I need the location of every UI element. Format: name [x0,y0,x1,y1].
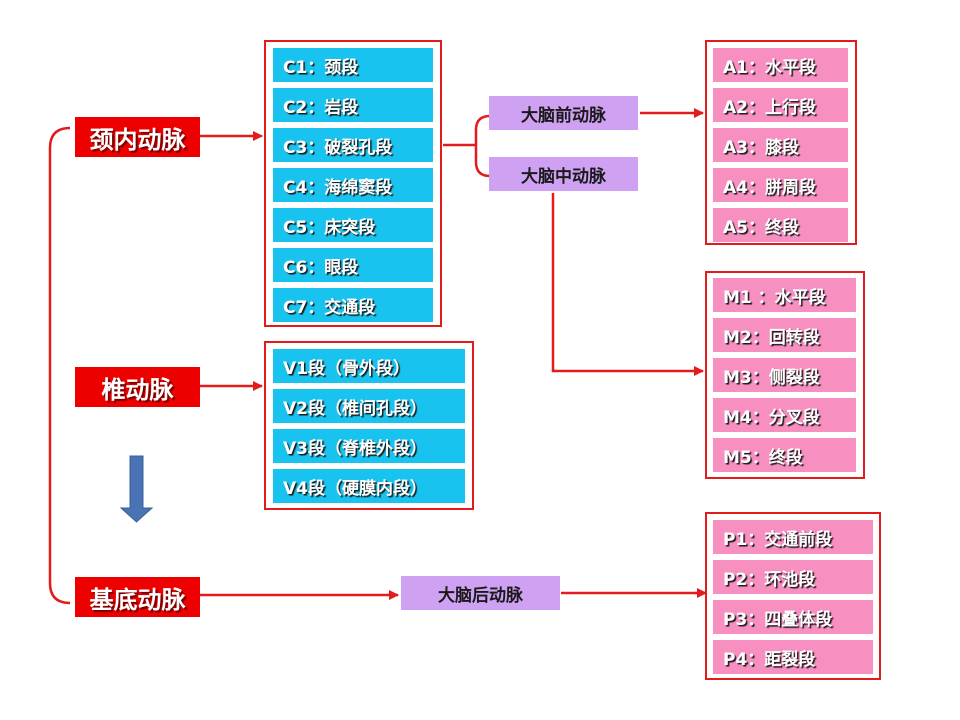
segment-v3: V3段（脊椎外段） [273,429,465,463]
segment-p3: P3：四叠体段 [713,600,873,634]
mca-label: 大脑中动脉 [489,157,638,191]
vertebral-label: 椎动脉 [75,367,200,407]
segment-c1: C1：颈段 [273,48,433,82]
segment-m4: M4：分叉段 [713,398,856,432]
basilar-label: 基底动脉 [75,577,200,617]
segment-v1: V1段（骨外段） [273,349,465,383]
segment-a5: A5：终段 [713,208,848,242]
segment-m2: M2：回转段 [713,318,856,352]
fork-bracket [474,114,491,178]
arrow-mca-to-m [551,193,704,376]
segment-c3: C3：破裂孔段 [273,128,433,162]
segment-c4: C4：海绵窦段 [273,168,433,202]
segment-p1: P1：交通前段 [713,520,873,554]
segment-a1: A1：水平段 [713,48,848,82]
segment-c2: C2：岩段 [273,88,433,122]
segment-a4: A4：胼周段 [713,168,848,202]
segment-c7: C7：交通段 [273,288,433,322]
segment-m3: M3：侧裂段 [713,358,856,392]
segment-v4: V4段（硬膜内段） [273,469,465,503]
segment-p2: P2：环池段 [713,560,873,594]
segment-c6: C6：眼段 [273,248,433,282]
aca-label: 大脑前动脉 [489,96,638,130]
down-arrow-icon [119,455,154,523]
segment-v2: V2段（椎间孔段） [273,389,465,423]
segment-p4: P4：距裂段 [713,640,873,674]
segment-m1: M1 ：水平段 [713,278,856,312]
segment-c5: C5：床突段 [273,208,433,242]
pca-label: 大脑后动脉 [401,576,560,610]
segment-a2: A2：上行段 [713,88,848,122]
left-bracket [48,126,71,605]
segment-m5: M5：终段 [713,438,856,472]
segment-a3: A3：膝段 [713,128,848,162]
internal-carotid-label: 颈内动脉 [75,117,200,157]
